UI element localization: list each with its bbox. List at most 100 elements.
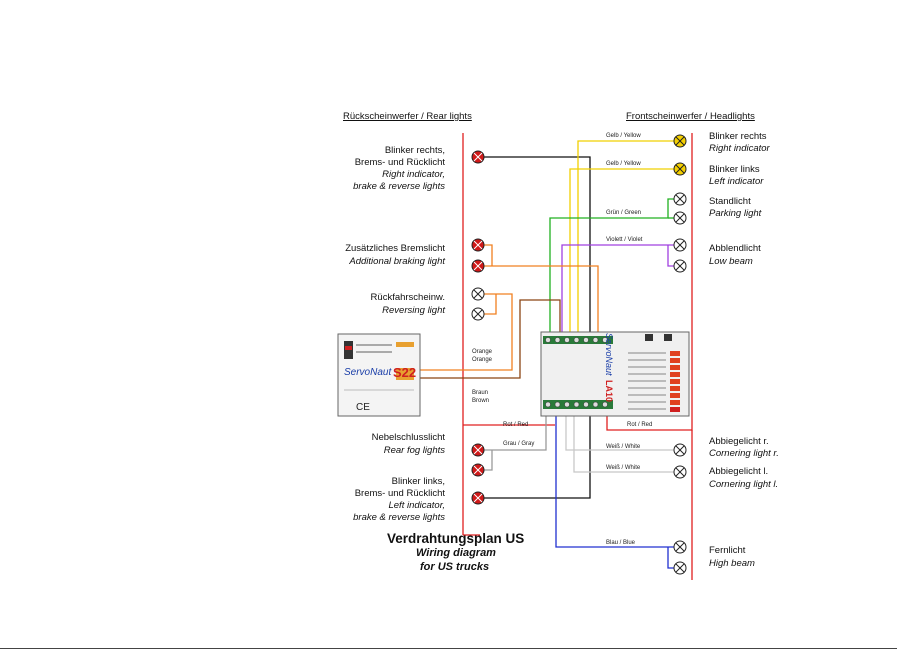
wire-label-white-2: Weiß / White (606, 465, 641, 471)
wire-label-brown-2: Brown (472, 398, 490, 404)
s22-pins-bottom (396, 368, 414, 380)
la10-switch-2 (664, 334, 672, 341)
la10-led-bar (670, 386, 680, 391)
bulb-additional-brake-1-icon-cross-b (473, 240, 483, 250)
s22-led (345, 346, 352, 350)
wire-label-violet: Violett / Violet (606, 237, 643, 243)
bulb-fog-2-icon-cross-b (473, 465, 483, 475)
modules: CE (337, 331, 690, 417)
wire-yellow-right-indicator (577, 140, 680, 338)
bulb-cornering-r-icon (673, 443, 687, 457)
la10-screw-top (583, 337, 589, 343)
la10-screw-bottom (564, 401, 570, 408)
bulb-cornering-l-icon-cross-b (675, 467, 685, 477)
label-parking-de: Standlicht (709, 196, 751, 207)
bulb-low-beam-1-icon-cross-b (675, 240, 685, 250)
wire-orange-reverse (420, 293, 513, 371)
wire-label-orange-2: Orange (472, 357, 493, 363)
s22-ce-mark: CE (356, 402, 370, 413)
wire-label-gray: Grau / Gray (503, 441, 535, 447)
label-rear-left-indicator-en: Left indicator, (388, 500, 445, 511)
bulb-high-beam-1-icon-cross-b (675, 542, 685, 552)
label-rear-brake-de: Brems- und Rücklicht (354, 157, 445, 168)
wire-label-green: Grün / Green (606, 210, 642, 216)
label-high-beam-en: High beam (709, 558, 755, 569)
diagram-subtitle-1: Wiring diagram (416, 547, 496, 559)
label-front-left-indicator-en: Left indicator (709, 176, 764, 187)
la10-led-bar (670, 400, 680, 405)
diagram-subtitle-2: for US trucks (420, 561, 490, 573)
la10-screw-top (564, 337, 570, 343)
label-rear-left-indicator-de: Blinker links, (391, 476, 445, 487)
label-additional-brake-de: Zusätzliches Bremslicht (345, 243, 445, 254)
la10-screw-top (573, 337, 580, 343)
bulb-front-right-indicator-icon (673, 134, 687, 148)
la10-screw-bottom (602, 401, 608, 408)
wire-blue-high-beam (555, 410, 680, 548)
wire-yellow-left-indicator (569, 168, 680, 338)
la10-led-bar (670, 365, 680, 370)
bulb-front-left-indicator-icon (673, 162, 687, 176)
la10-screw-bottom (592, 401, 599, 408)
bulb-reversing-1-icon-cross-b (473, 289, 483, 299)
la10-screw-top (545, 337, 551, 343)
label-low-beam-de: Abblendlicht (709, 243, 761, 254)
label-fog-de: Nebelschlusslicht (371, 432, 445, 443)
bulb-reversing-2-icon (471, 307, 485, 321)
bulb-front-right-indicator-icon-cross-b (675, 136, 685, 146)
wire-label-red-right: Rot / Red (627, 422, 653, 428)
label-cornering-r-en: Cornering light r. (709, 448, 779, 459)
label-additional-brake-en: Additional braking light (349, 256, 445, 267)
bulb-cornering-r-icon-cross-b (675, 445, 685, 455)
bulb-parking-1-icon (673, 192, 687, 206)
label-fog-en: Rear fog lights (383, 445, 445, 456)
la10-led-bar (670, 393, 680, 398)
label-front-left-indicator-de: Blinker links (709, 164, 760, 175)
label-cornering-r-de: Abbiegelicht r. (709, 436, 769, 447)
bottom-divider (0, 648, 897, 649)
wire-black-right-indicator (478, 156, 591, 338)
bulbs (471, 134, 687, 575)
label-reversing-en: Reversing light (382, 305, 445, 316)
bulb-reversing-1-icon (471, 287, 485, 301)
diagram-title: Verdrahtungsplan US (387, 531, 525, 546)
la10-switch-1 (645, 334, 653, 341)
wire-orange-brake (478, 265, 599, 338)
s22-brand: ServoNaut (344, 367, 392, 378)
wire-violet-low-beam (561, 244, 680, 338)
rear-lights-header: Rückscheinwerfer / Rear lights (343, 111, 472, 122)
la10-model: LA10 (604, 380, 614, 403)
la10-screw-bottom (545, 401, 551, 408)
wire-label-blue: Blau / Blue (606, 540, 636, 546)
bulb-additional-brake-1-icon (471, 238, 485, 252)
wire-label-yellow-2: Gelb / Yellow (606, 161, 641, 167)
bulb-fog-1-icon (471, 443, 485, 457)
label-front-right-indicator-de: Blinker rechts (709, 131, 767, 142)
bulb-parking-2-icon (673, 211, 687, 225)
wire-label-red-left: Rot / Red (503, 422, 529, 428)
label-rear-brake-reverse-en: brake & reverse lights (353, 181, 445, 192)
la10-screw-bottom (583, 401, 589, 408)
wire-black-left-indicator (478, 410, 591, 499)
la10-led-bar (670, 407, 680, 412)
label-cornering-l-en: Cornering light l. (709, 479, 779, 490)
wire-label-orange-1: Orange (472, 349, 493, 355)
label-parking-en: Parking light (709, 208, 762, 219)
bulb-parking-1-icon-cross-b (675, 194, 685, 204)
bulb-reversing-2-icon-cross-b (473, 309, 483, 319)
label-rear-right-indicator-de: Blinker rechts, (384, 145, 445, 156)
bulb-cornering-l-icon (673, 465, 687, 479)
la10-led-bar (670, 372, 680, 377)
bulb-rear-right-indicator-icon-cross-b (473, 152, 483, 162)
s22-model: S22 (393, 365, 417, 380)
la10-brand: ServoNaut (604, 333, 614, 376)
bulb-rear-right-indicator-icon (471, 150, 485, 164)
la10-led-bar (670, 379, 680, 384)
bulb-rear-left-indicator-icon (471, 491, 485, 505)
label-rear-right-indicator-en: Right indicator, (382, 169, 445, 180)
bulb-low-beam-2-icon (673, 259, 687, 273)
label-high-beam-de: Fernlicht (709, 545, 746, 556)
bulb-low-beam-1-icon (673, 238, 687, 252)
bulb-fog-1-icon-cross-b (473, 445, 483, 455)
la10-led-bar (670, 358, 680, 363)
